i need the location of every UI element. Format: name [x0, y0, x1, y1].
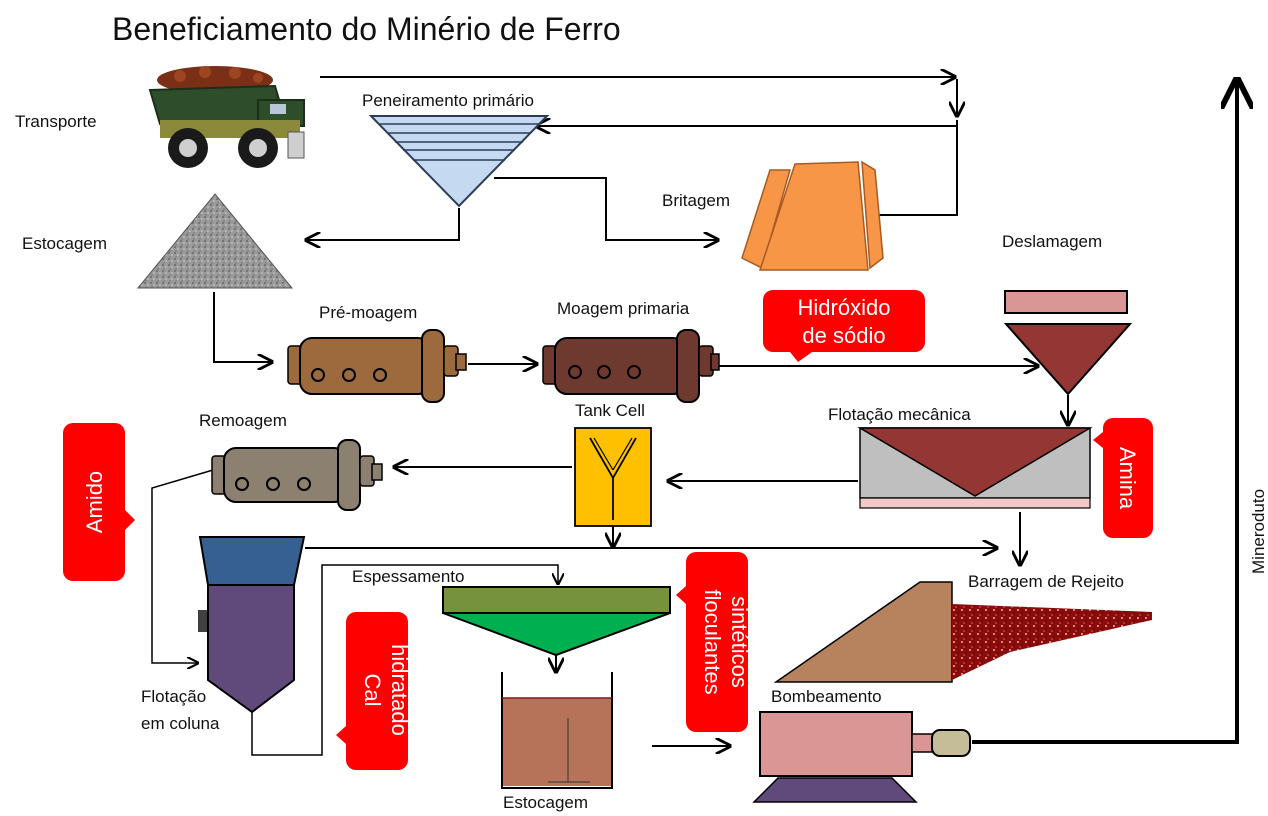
reagent-floculantes-tag: floculantes sintéticos [676, 552, 752, 732]
label-transporte: Transporte [15, 112, 97, 131]
label-estocagem-top: Estocagem [22, 234, 107, 253]
flow-arrow-to-thickener [251, 564, 558, 756]
flow-arrow-to-stockpile [306, 208, 460, 240]
reagent-amido-tag: Amido [63, 423, 135, 581]
label-britagem: Britagem [662, 191, 730, 210]
reagent-cal-tag: Cal hidratado [336, 612, 412, 770]
label-bombeamento: Bombeamento [771, 687, 882, 706]
column-flotation-icon [198, 536, 306, 714]
truck-icon [148, 66, 305, 168]
primary-mill-icon [542, 329, 720, 403]
label-flotacao-mecanica: Flotação mecânica [828, 405, 971, 424]
label-peneiramento: Peneiramento primário [362, 91, 534, 110]
flow-arrow-to-premill [213, 292, 272, 362]
flow-line-crusher-return [875, 120, 958, 216]
reagent-amido-label: Amido [82, 471, 107, 533]
label-pre-moagem: Pré-moagem [319, 303, 417, 322]
label-remoagem: Remoagem [199, 411, 287, 430]
page-title: Beneficiamento do Minério de Ferro [112, 11, 621, 47]
reagent-cal-line1: Cal [360, 673, 385, 706]
pre-mill-icon [287, 329, 467, 403]
reagent-hidroxido-line1: Hidróxido [798, 295, 891, 320]
pump-icon [752, 711, 971, 803]
flow-lines [151, 77, 1237, 756]
reagent-hidroxido-line2: de sódio [802, 323, 885, 348]
label-espessamento: Espessamento [352, 567, 464, 586]
remoagem-mill-icon [211, 439, 383, 511]
mechanical-flotation-icon [857, 427, 1093, 509]
reagent-amina-label: Amina [1115, 447, 1140, 510]
tailings-dam-icon [773, 581, 1152, 683]
thickener-icon [442, 586, 671, 657]
screen-icon [368, 115, 550, 208]
label-moagem-primaria: Moagem primaria [557, 299, 690, 318]
flow-arrow-to-crusher [494, 177, 718, 240]
stockpile-icon [136, 193, 294, 289]
crusher-icon [741, 160, 884, 271]
label-barragem: Barragem de Rejeito [968, 572, 1124, 591]
mineroduto-pipe [972, 80, 1237, 744]
label-mineroduto: Mineroduto [1249, 489, 1268, 574]
reagent-cal-line2: hidratado [387, 644, 412, 736]
reagent-amina-tag: Amina [1093, 418, 1153, 538]
deslamagem-cyclone-icon [1003, 290, 1133, 396]
label-deslamagem: Deslamagem [1002, 232, 1102, 251]
label-estocagem-bottom: Estocagem [503, 793, 588, 812]
label-flotacao-coluna-1: Flotação [141, 687, 206, 706]
reagent-floculantes-line2: sintéticos [727, 596, 752, 688]
tank-cell-icon [574, 427, 652, 527]
stock-tank-icon [501, 672, 613, 789]
reagent-floculantes-line1: floculantes [700, 589, 725, 694]
label-tank-cell: Tank Cell [575, 401, 645, 420]
flow-arrow-to-column [151, 469, 214, 663]
label-flotacao-coluna-2: em coluna [141, 714, 220, 733]
reagent-hidroxido-tag: Hidróxido de sódio [763, 290, 925, 362]
